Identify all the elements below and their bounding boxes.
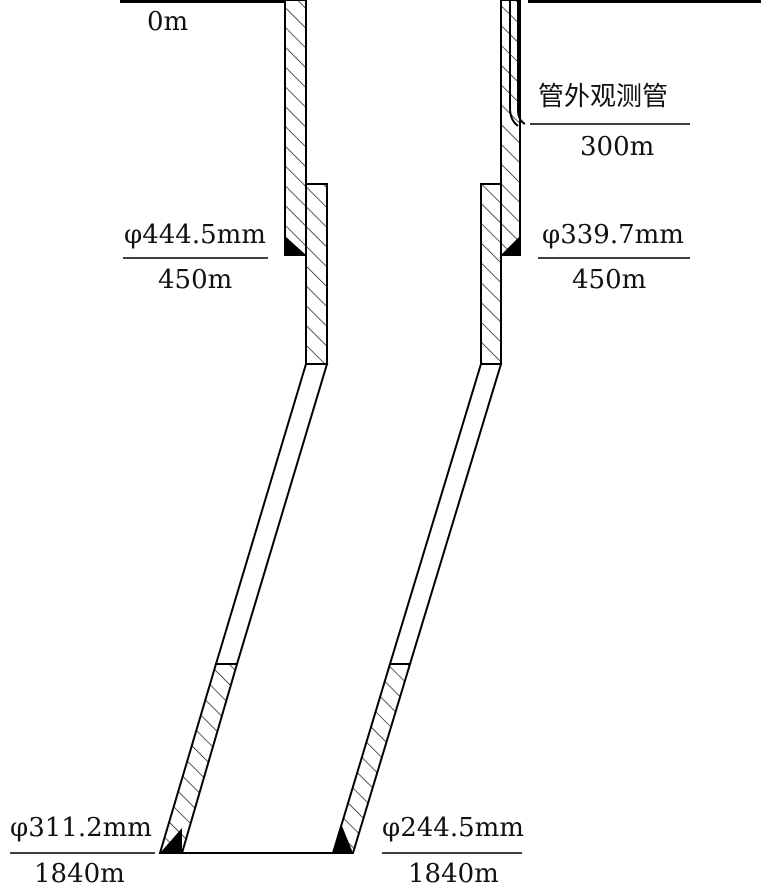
surface-casing — [284, 0, 521, 256]
inclined-wellbore — [158, 363, 503, 854]
observation-pipe-inner — [509, 0, 519, 127]
observation-pipe — [509, 0, 526, 127]
right-inclined-casing-plain — [388, 363, 503, 665]
observation-pipe-outer — [517, 0, 526, 125]
observation-pipe-depth-label: 300m — [580, 132, 654, 162]
intermediate-casing-left-wall — [305, 183, 328, 365]
label-dividers — [10, 123, 690, 854]
left-upper-diameter-label: φ444.5mm — [124, 220, 266, 250]
left-inclined-casing-plain — [214, 363, 329, 665]
intermediate-casing-right-wall — [480, 183, 502, 365]
right-upper-depth-label: 450m — [572, 265, 646, 295]
labels: 0m 管外观测管 300m φ444.5mm 450m φ339.7mm 450… — [10, 7, 684, 888]
left-bottom-shoe — [160, 828, 182, 853]
left-casing-shoe — [285, 236, 306, 255]
right-casing-shoe — [501, 236, 520, 255]
right-lower-diameter-label: φ244.5mm — [382, 813, 524, 843]
right-upper-diameter-label: φ339.7mm — [542, 220, 684, 250]
right-bottom-shoe — [333, 826, 353, 853]
left-lower-diameter-label: φ311.2mm — [10, 813, 152, 843]
surface-casing-left-wall — [284, 0, 307, 256]
right-lower-depth-label: 1840m — [408, 859, 499, 888]
left-upper-depth-label: 450m — [158, 265, 232, 295]
left-inclined-casing-hatched — [158, 663, 239, 854]
surface-depth-label: 0m — [147, 7, 188, 37]
intermediate-casing — [305, 183, 502, 365]
observation-pipe-name-label: 管外观测管 — [538, 82, 668, 112]
left-lower-depth-label: 1840m — [34, 859, 125, 888]
